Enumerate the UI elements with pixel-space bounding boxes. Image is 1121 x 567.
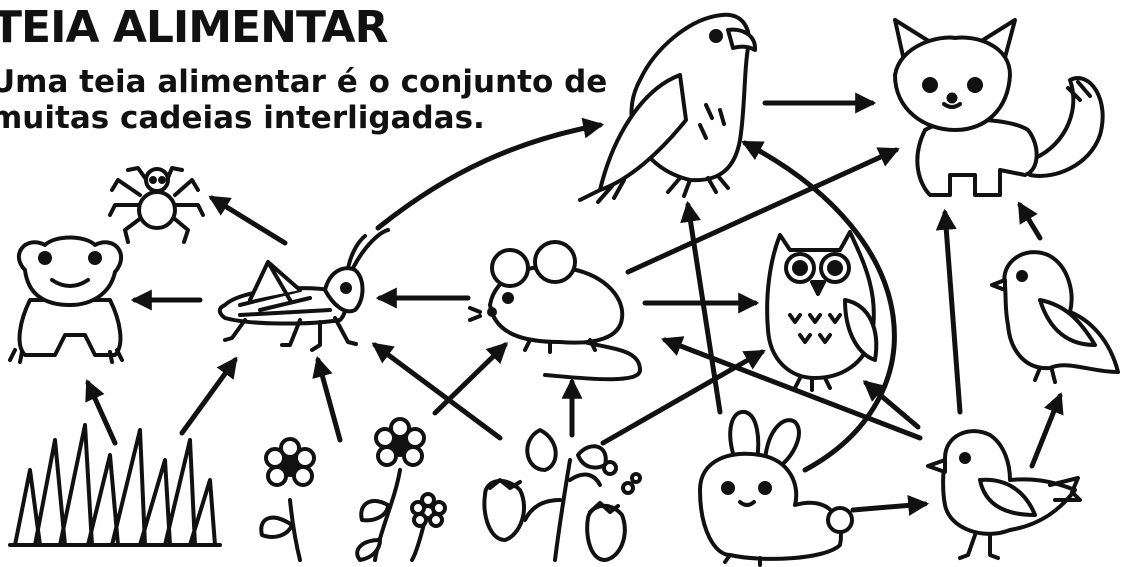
grass-icon — [8, 423, 222, 547]
arrow-rabbit-to-eagle-curve — [741, 140, 897, 473]
subtitle-line-2: muitas cadeias interligadas. — [0, 100, 485, 136]
arrow-grasshopper-to-spider — [208, 195, 288, 246]
rabbit-icon — [698, 409, 854, 567]
fox-icon — [893, 18, 1105, 197]
arrow-bird-to-fox — [935, 208, 963, 415]
bird-icon-bottom — [926, 429, 1082, 560]
flower-icon-left — [259, 437, 316, 562]
strawberry-icon — [482, 428, 642, 562]
subtitle-line-1: Uma teia alimentar é o conjunto de — [0, 64, 608, 100]
arrows — [85, 92, 1064, 516]
owl-icon — [765, 230, 879, 392]
grasshopper-icon — [217, 228, 390, 352]
page-subtitle: Uma teia alimentar é o conjunto de muita… — [0, 64, 607, 136]
arrow-flowers-to-mouse — [432, 342, 509, 416]
arrow-bird-to-owl-2 — [862, 380, 921, 430]
arrow-bird-to-owl — [661, 336, 923, 441]
eagle-icon — [578, 12, 757, 204]
arrow-rabbit-to-eagle — [680, 200, 723, 415]
page-title: TEIA ALIMENTAR — [0, 2, 388, 53]
arrow-mouse-to-fox — [625, 147, 900, 275]
arrow-grasshopper-to-eagle — [375, 117, 605, 231]
arrow-flowers-to-grasshopper — [312, 355, 343, 443]
frog-icon — [8, 235, 124, 364]
arrow-grass-to-grasshopper — [179, 356, 238, 436]
spider-icon — [108, 166, 205, 244]
mouse-icon — [468, 240, 642, 382]
arrow-strawberry-to-grasshopper — [371, 342, 503, 441]
arrow-rabbit-to-bird — [850, 494, 930, 516]
bird-icon-right — [990, 250, 1120, 384]
arrow-small-bird-to-fox — [1017, 201, 1043, 241]
flower-icon-middle — [355, 417, 447, 562]
arrow-bird-to-small-bird — [1029, 392, 1064, 469]
arrow-grass-to-frog — [85, 379, 118, 446]
